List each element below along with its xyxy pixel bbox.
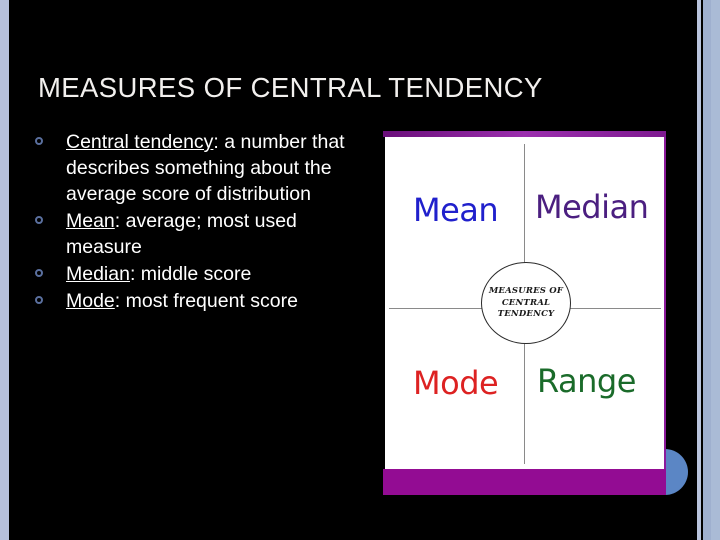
bullet-description: : a number that describes something abou… bbox=[66, 131, 345, 205]
bullet-description: : average; most used measure bbox=[66, 209, 297, 258]
right-edge-strip-accent bbox=[711, 0, 720, 540]
list-item: Central tendency: a number that describe… bbox=[30, 130, 350, 208]
bullet-list: Central tendency: a number that describe… bbox=[30, 130, 350, 315]
center-label-line-1: Measures of bbox=[488, 286, 564, 297]
list-item: Median: middle score bbox=[30, 262, 350, 288]
bullet-term: Mean bbox=[66, 209, 115, 232]
quadrant-label-range: Range bbox=[537, 362, 636, 400]
bullet-ring-icon bbox=[35, 137, 43, 145]
bullet-ring-icon bbox=[35, 295, 43, 304]
left-edge-strip bbox=[0, 0, 9, 540]
bullet-term: Central tendency bbox=[66, 131, 214, 153]
list-item: Mean: average; most used measure bbox=[30, 209, 350, 261]
panel-bottom-bar bbox=[383, 469, 666, 495]
center-ellipse: Measures of Central Tendency bbox=[481, 262, 571, 344]
center-label-line-2: Central bbox=[501, 297, 551, 308]
quadrant-label-mode: Mode bbox=[413, 364, 499, 402]
bullet-term: Mode bbox=[66, 289, 115, 312]
quadrant-diagram: Mean Median Mode Range Measures of Centr… bbox=[385, 136, 666, 470]
bullet-term: Median bbox=[66, 262, 130, 285]
panel-top-border bbox=[383, 131, 666, 137]
bullet-description: : most frequent score bbox=[114, 289, 298, 312]
bullet-description: : middle score bbox=[129, 262, 252, 285]
list-item: Mode: most frequent score bbox=[30, 289, 350, 315]
illustration-panel: Mean Median Mode Range Measures of Centr… bbox=[383, 131, 688, 498]
quadrant-label-median: Median bbox=[535, 188, 649, 226]
page-title: MEASURES OF CENTRAL TENDENCY bbox=[38, 72, 543, 103]
center-label-line-3: Tendency bbox=[497, 309, 555, 320]
right-edge-strip-inner bbox=[697, 0, 701, 540]
bullet-ring-icon bbox=[35, 268, 43, 277]
quadrant-label-mean: Mean bbox=[413, 191, 499, 229]
bullet-ring-icon bbox=[35, 215, 43, 224]
